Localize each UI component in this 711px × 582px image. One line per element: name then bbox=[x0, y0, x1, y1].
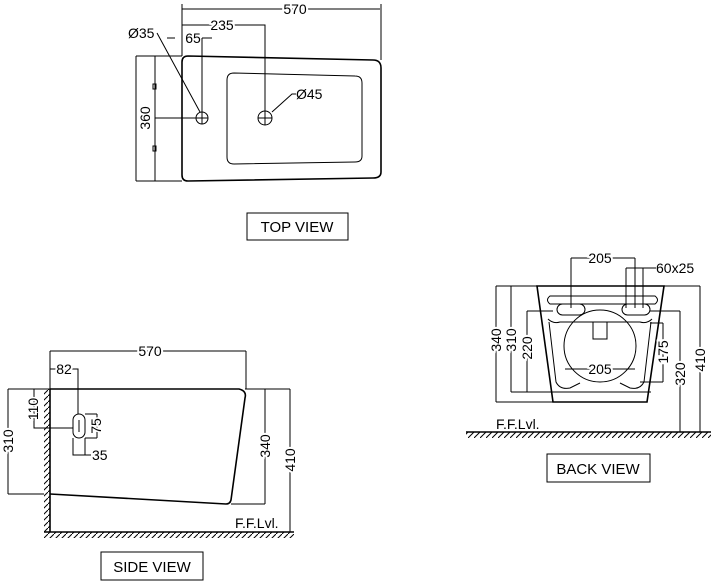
dim-slot-offset: 82 bbox=[56, 361, 72, 377]
side-view-label: SIDE VIEW bbox=[113, 559, 191, 576]
dim-tap-dia: Ø35 bbox=[128, 25, 155, 41]
dim-slot-h: 75 bbox=[88, 418, 104, 434]
slot-right bbox=[621, 303, 651, 316]
dim-height-back: 310 bbox=[0, 429, 16, 453]
dim-hole-offset: 235 bbox=[210, 17, 234, 33]
dim-220: 220 bbox=[519, 336, 535, 360]
bowl-outline bbox=[226, 72, 363, 165]
floor-label-back: F.F.Lvl. bbox=[496, 416, 540, 432]
dim-320: 320 bbox=[672, 362, 688, 386]
dim-side-width: 570 bbox=[138, 343, 162, 359]
basin-outline bbox=[181, 55, 382, 182]
back-body-outline bbox=[536, 285, 665, 403]
dim-bowl-width: 205 bbox=[588, 361, 612, 377]
top-view-label: TOP VIEW bbox=[261, 219, 335, 236]
dim-height-front: 340 bbox=[257, 434, 273, 458]
drain-hole-icon bbox=[257, 110, 273, 126]
dim-340: 340 bbox=[488, 328, 504, 352]
dim-tap-offset: 65 bbox=[185, 30, 201, 46]
dim-slot-spacing: 205 bbox=[588, 250, 612, 266]
dim-slot-size: 60x25 bbox=[656, 260, 694, 276]
dim-slot-pos: 110 bbox=[25, 398, 41, 421]
side-slot bbox=[72, 413, 86, 439]
floor-label: F.F.Lvl. bbox=[235, 515, 279, 531]
dim-total-height: 410 bbox=[282, 448, 298, 472]
side-body-outline bbox=[49, 388, 247, 505]
top-view: 570 235 65 Ø35 Ø45 360 TOP VIEW bbox=[128, 0, 382, 241]
dim-175: 175 bbox=[655, 340, 671, 364]
back-view: 205 60x25 205 340 310 220 175 320 410 F.… bbox=[466, 248, 711, 483]
bowl-circle bbox=[563, 309, 637, 383]
dim-310: 310 bbox=[503, 328, 519, 352]
tap-hole-icon bbox=[195, 111, 209, 125]
dim-slot-w: 35 bbox=[92, 447, 108, 463]
dim-width: 570 bbox=[283, 1, 307, 17]
back-view-label: BACK VIEW bbox=[556, 461, 640, 478]
dim-depth: 360 bbox=[137, 106, 153, 130]
dim-410: 410 bbox=[692, 348, 708, 372]
side-view: 570 82 110 75 35 310 340 410 F.F.Lvl. SI… bbox=[0, 341, 300, 581]
dim-drain-dia: Ø45 bbox=[296, 86, 323, 102]
